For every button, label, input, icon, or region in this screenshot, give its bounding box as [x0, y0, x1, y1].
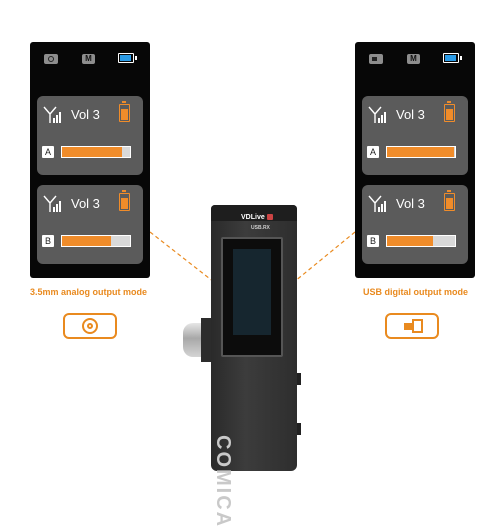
transmitter-battery-icon: [119, 190, 130, 211]
analog-mode-caption: 3.5mm analog output mode: [30, 287, 148, 297]
channel-b-card: Vol 3 B: [362, 185, 468, 264]
volume-label: Vol 3: [396, 107, 425, 122]
receiver-battery-nub: [460, 56, 462, 60]
audio-level-bar: [61, 235, 131, 247]
channel-a-card: Vol 3 A: [362, 96, 468, 175]
receiver-battery-icon: [118, 53, 137, 63]
audio-level-bar: [61, 146, 131, 158]
usb-mode-icon: [385, 313, 439, 339]
usb-mode-display: M Vol 3 A Vol 3 B: [355, 42, 475, 278]
usb-plug-glyph: [404, 323, 413, 330]
device-model-badge: [266, 214, 273, 221]
channel-b-card: Vol 3 B: [37, 185, 143, 264]
receiver-device: VDLive USB.RX COMICA: [211, 205, 301, 528]
mode-indicator: M: [82, 54, 95, 64]
device-model-name: VDLive: [241, 214, 265, 221]
audio-level-fill: [387, 236, 434, 246]
receiver-battery-fill: [120, 55, 131, 61]
channel-label: B: [367, 235, 379, 247]
volume-label: Vol 3: [71, 196, 100, 211]
usb-mode-caption: USB digital output mode: [363, 287, 468, 297]
audio-level-fill: [62, 236, 111, 246]
volume-label: Vol 3: [71, 107, 100, 122]
audio-level-fill: [387, 147, 454, 157]
channel-label: A: [367, 146, 379, 158]
analog-mode-display: M Vol 3 A Vol 3 B: [30, 42, 150, 278]
receiver-battery-nub: [135, 56, 137, 60]
transmitter-battery-icon: [444, 101, 455, 122]
signal-icon: [43, 195, 61, 212]
device-model-label: VDLive: [241, 214, 273, 221]
signal-icon: [43, 106, 61, 123]
analog-ring-icon: [82, 318, 98, 334]
mode-indicator: M: [407, 54, 420, 64]
device-top-cap: [211, 205, 297, 221]
brand-logo: COMICA: [212, 435, 234, 528]
channel-a-card: Vol 3 A: [37, 96, 143, 175]
analog-output-icon: [44, 54, 58, 64]
device-screen: [221, 237, 283, 357]
receiver-battery-fill: [445, 55, 456, 61]
side-button[interactable]: [297, 423, 301, 435]
usb-port-glyph: [412, 319, 423, 333]
device-submodel-label: USB.RX: [251, 225, 270, 231]
receiver-battery-icon: [443, 53, 462, 63]
transmitter-battery-icon: [119, 101, 130, 122]
volume-label: Vol 3: [396, 196, 425, 211]
device-screen-glass: [233, 249, 271, 335]
side-button[interactable]: [297, 373, 301, 385]
audio-level-bar: [386, 235, 456, 247]
signal-icon: [368, 106, 386, 123]
analog-mode-icon: [63, 313, 117, 339]
audio-level-fill: [62, 147, 122, 157]
channel-label: B: [42, 235, 54, 247]
transmitter-battery-icon: [444, 190, 455, 211]
usb-output-icon: [369, 54, 383, 64]
audio-level-bar: [386, 146, 456, 158]
signal-icon: [368, 195, 386, 212]
channel-label: A: [42, 146, 54, 158]
